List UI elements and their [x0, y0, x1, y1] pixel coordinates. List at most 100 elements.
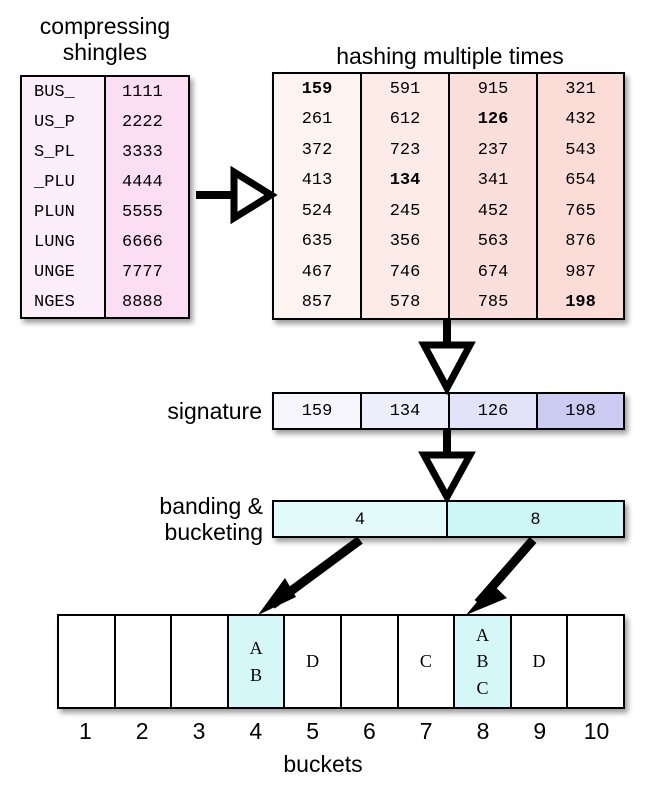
hash-cell: 563 — [477, 232, 509, 252]
hash-cell: 612 — [389, 110, 421, 130]
hash-cell: 372 — [301, 140, 333, 160]
bucket-4: A B — [228, 616, 286, 707]
bucket-item: B — [250, 664, 263, 685]
hash-cell: 134 — [389, 171, 421, 191]
shingle-cell: S_PL — [34, 142, 75, 162]
hash-table: 159 261 372 413 524 635 467 857 591 612 … — [272, 72, 625, 320]
shingle-cell: _PLU — [34, 172, 75, 192]
hashing-to-signature-arrow-icon — [418, 320, 476, 396]
hash-cell: 237 — [477, 140, 509, 160]
caption-banding-bucketing: banding & bucketing — [159, 493, 263, 545]
shingles-table: BUS_ US_P S_PL _PLU PLUN LUNG UNGE NGES … — [20, 75, 190, 319]
bucket-number: 1 — [79, 718, 92, 744]
hash-cell: 785 — [477, 293, 509, 313]
bucket-number: 2 — [135, 718, 149, 744]
bucket-item: D — [306, 651, 320, 672]
hash-cell: 261 — [301, 110, 333, 130]
shingle-code-cell: 7777 — [122, 262, 163, 282]
bucket-10 — [568, 616, 623, 707]
hash-cell: 654 — [565, 171, 596, 191]
bucket-6 — [341, 616, 399, 707]
signature-cell: 159 — [274, 394, 362, 428]
shingle-code-cell: 8888 — [122, 292, 163, 312]
band4-to-bucket4-arrow-icon — [258, 536, 363, 615]
shingle-code-cell: 2222 — [122, 112, 163, 132]
bucket-8: A B C — [455, 616, 512, 707]
bucket-9: D — [511, 616, 569, 707]
bucket-5: D — [285, 616, 342, 707]
shingle-code-cell: 5555 — [122, 202, 163, 222]
bucket-number: 7 — [419, 718, 433, 744]
hash-cell: 341 — [477, 171, 509, 191]
hash-cell: 857 — [301, 293, 333, 313]
shingle-code-cell: 6666 — [122, 232, 163, 252]
shingle-cell: LUNG — [34, 232, 75, 252]
bucket-3 — [172, 616, 229, 707]
bucket-item: C — [419, 651, 432, 672]
hash-column-2: 591 612 723 134 245 356 746 578 — [362, 74, 450, 318]
bucket-number: 10 — [583, 718, 610, 744]
bucket-number-axis: 1 2 3 4 5 6 7 8 9 10 — [57, 718, 625, 748]
shingles-to-hashing-arrow-icon — [196, 165, 278, 225]
bucket-7: C — [398, 616, 456, 707]
hash-cell: 413 — [301, 171, 333, 191]
hash-cell: 452 — [477, 201, 509, 221]
bucket-item: A — [249, 638, 263, 659]
shingles-column: BUS_ US_P S_PL _PLU PLUN LUNG UNGE NGES — [22, 77, 106, 317]
bucket-1 — [59, 616, 116, 707]
hash-column-3: 915 126 237 341 452 563 674 785 — [450, 74, 538, 318]
hash-cell: 987 — [565, 262, 596, 282]
bucket-number: 8 — [476, 718, 490, 744]
shingle-cell: PLUN — [34, 202, 75, 222]
hash-cell: 321 — [565, 79, 596, 99]
band-cell: 8 — [448, 502, 623, 536]
signature-row: 159 134 126 198 — [272, 392, 625, 430]
hash-cell: 578 — [389, 293, 421, 313]
band8-to-bucket8-arrow-icon — [466, 537, 537, 615]
shingle-cell: UNGE — [34, 262, 75, 282]
bucket-number: 9 — [533, 718, 547, 744]
hash-cell: 591 — [389, 79, 421, 99]
bucket-number: 6 — [362, 718, 376, 744]
band-cell: 4 — [274, 502, 449, 536]
hash-cell: 746 — [389, 262, 421, 282]
signature-to-banding-arrow-icon — [418, 430, 476, 505]
hash-cell: 543 — [565, 140, 596, 160]
signature-cell: 198 — [538, 394, 623, 428]
hash-cell: 723 — [389, 140, 421, 160]
shingle-code-cell: 1111 — [122, 82, 163, 102]
bucket-item: B — [476, 651, 489, 672]
hash-cell: 674 — [477, 262, 509, 282]
shingle-code-cell: 4444 — [122, 172, 163, 192]
bucket-number: 3 — [192, 718, 206, 744]
shingle-cell: US_P — [34, 112, 75, 132]
banding-row: 4 8 — [272, 500, 625, 538]
shingle-cell: NGES — [34, 292, 75, 312]
hash-cell: 635 — [301, 232, 333, 252]
bucket-2 — [115, 616, 173, 707]
shingle-code-cell: 3333 — [122, 142, 163, 162]
hash-column-4: 321 432 543 654 765 876 987 198 — [538, 74, 623, 318]
bucket-number: 4 — [249, 718, 263, 744]
hash-cell: 765 — [565, 201, 596, 221]
hash-cell: 467 — [301, 262, 333, 282]
caption-hashing-multiple-times: hashing multiple times — [336, 43, 564, 69]
caption-buckets: buckets — [283, 751, 363, 777]
signature-cell: 134 — [362, 394, 450, 428]
signature-cell: 126 — [450, 394, 538, 428]
bucket-item: C — [476, 677, 489, 698]
shingle-codes-column: 1111 2222 3333 4444 5555 6666 7777 8888 — [106, 77, 188, 317]
hash-cell: 432 — [565, 110, 596, 130]
shingle-cell: BUS_ — [34, 82, 75, 102]
buckets-row: A B D C A B C D — [57, 614, 625, 709]
caption-compressing-shingles: compressing shingles — [39, 13, 171, 65]
caption-signature: signature — [167, 398, 262, 424]
hash-cell: 198 — [565, 293, 596, 313]
hash-cell: 915 — [477, 79, 509, 99]
bucket-item: A — [475, 625, 489, 646]
bucket-item: D — [532, 651, 546, 672]
hash-cell: 245 — [389, 201, 421, 221]
hash-cell: 876 — [565, 232, 596, 252]
hash-column-1: 159 261 372 413 524 635 467 857 — [274, 74, 362, 318]
